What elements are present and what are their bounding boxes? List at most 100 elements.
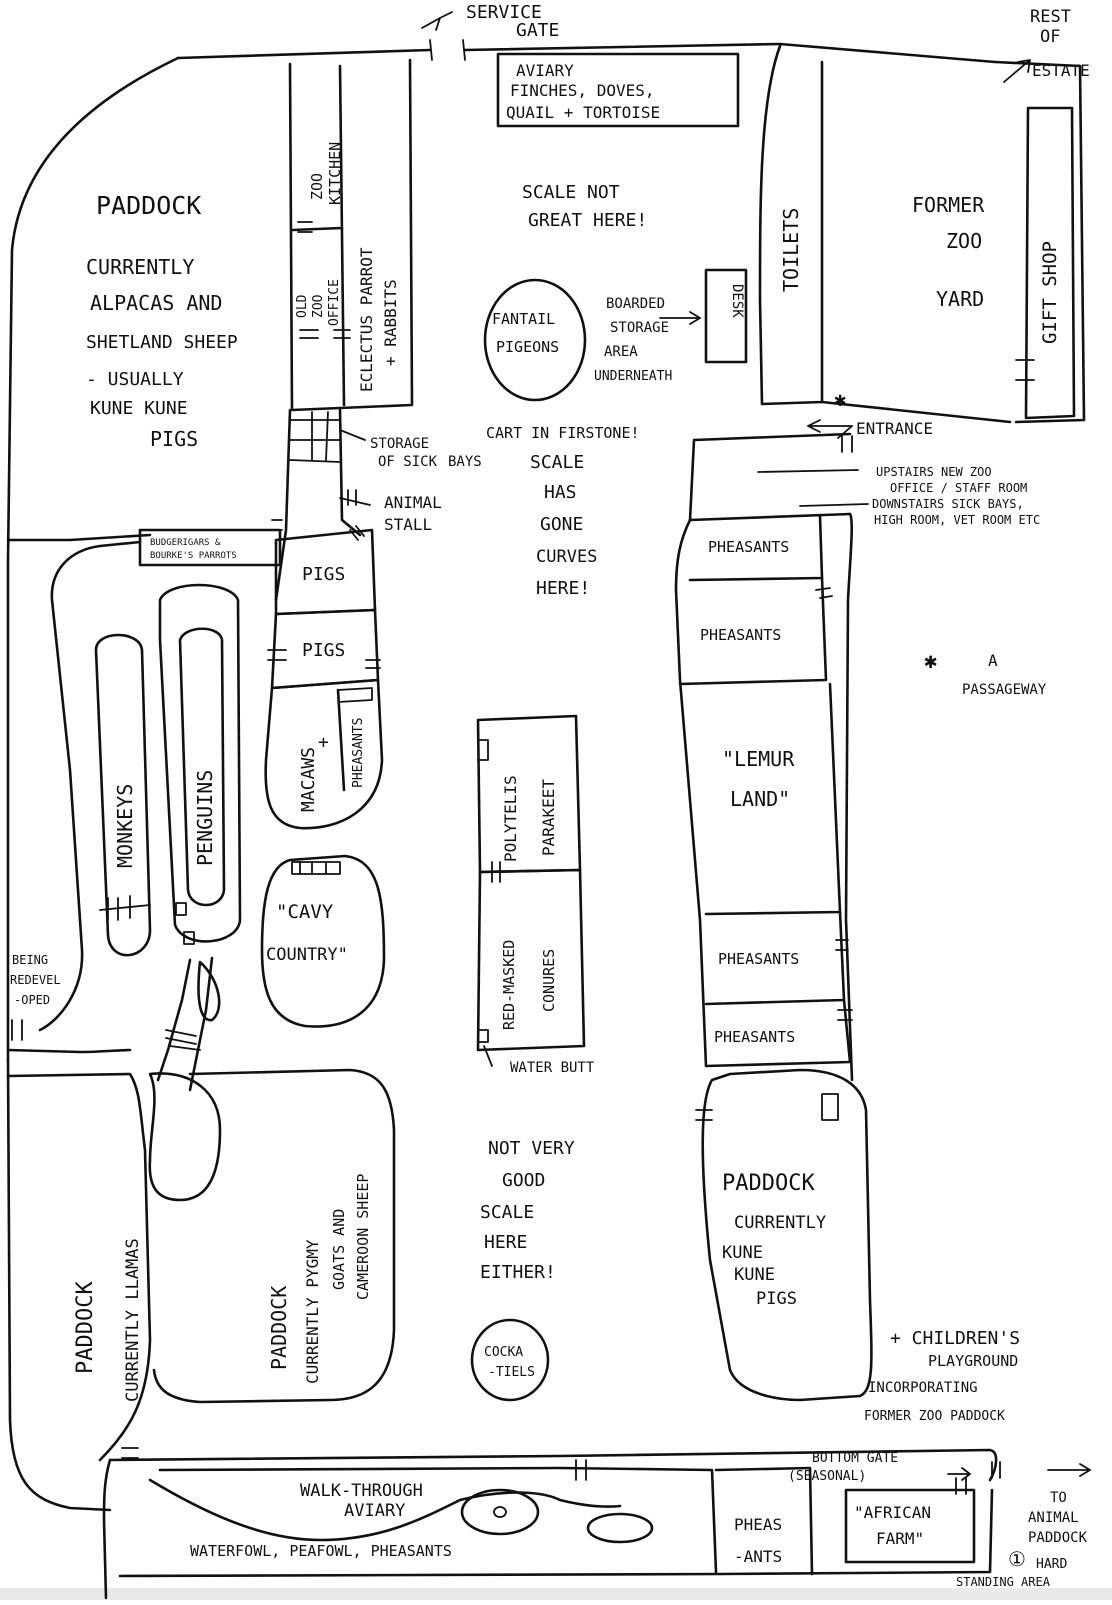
- top-wall-middle: [463, 42, 782, 52]
- african-farm-label: FARM": [876, 1529, 924, 1548]
- goats-paddock-label: CAMEROON SHEEP: [354, 1174, 372, 1300]
- paddock-top-gate: [271, 519, 283, 531]
- hard-standing-label: STANDING AREA: [956, 1575, 1051, 1589]
- scale-note-label: NOT VERY: [488, 1138, 575, 1159]
- west-enclosure-south: [6, 1048, 132, 1054]
- scale-note-label: EITHER!: [480, 1262, 556, 1283]
- redeveloped-gate: [11, 1019, 23, 1041]
- upstairs-office-label: OFFICE / STAFF ROOM: [890, 481, 1027, 495]
- gift-shop-block: [1024, 106, 1076, 420]
- lower-paddock-gate: [121, 1447, 139, 1459]
- kitchen-block-divider-v: [338, 64, 346, 407]
- pigs-doors: [267, 649, 381, 669]
- boarded-storage-label: UNDERNEATH: [594, 369, 672, 384]
- boarded-storage-label: AREA: [604, 344, 638, 360]
- paddock-top-label: - USUALLY: [86, 369, 184, 390]
- link-path-west: [156, 958, 192, 1082]
- scale-note-label: HERE: [484, 1232, 527, 1253]
- zoo-kitchen-label: KITCHEN: [326, 142, 344, 205]
- penguins-hut-2: [183, 931, 195, 945]
- rest-of-estate-label: REST: [1030, 7, 1071, 27]
- corridor-east-wall: [338, 408, 362, 537]
- african-farm-gate: [955, 1477, 967, 1495]
- bottom-gate-label: BOTTOM GATE: [812, 1451, 898, 1466]
- west-enclosure-outline: [38, 540, 142, 1032]
- old-office-label: OLD: [295, 294, 310, 318]
- former-yard-label: FORMER: [912, 193, 985, 217]
- bottom-pheasants-label: -ANTS: [734, 1547, 782, 1566]
- macaws-label: +: [318, 732, 329, 753]
- office-block: [688, 432, 852, 522]
- rest-of-estate-label: OF: [1040, 27, 1060, 47]
- bottom-gate-arrow: [947, 1467, 971, 1481]
- cockatiels-label: COCKA: [484, 1345, 523, 1360]
- pheasants-label: PHEASANTS: [700, 626, 781, 644]
- east-kune-kune-paddock: [701, 1068, 873, 1402]
- pheasants-label: PHEASANTS: [708, 538, 789, 556]
- east-paddock-label: KUNE: [722, 1243, 763, 1263]
- paddock-top-label: SHETLAND SHEEP: [86, 332, 238, 353]
- polytelis-label: POLYTELIS: [501, 775, 520, 862]
- walkthrough-pond-2: [586, 1512, 654, 1544]
- pheasant-doors-1: [815, 587, 833, 599]
- redeveloped-label: -OPED: [14, 993, 50, 1007]
- llama-paddock-label: CURRENTLY LLAMAS: [123, 1238, 143, 1402]
- monkeys-enclosure: [94, 633, 152, 957]
- east-paddock-label: PADDOCK: [722, 1171, 815, 1196]
- monkeys-label: MONKEYS: [113, 784, 137, 868]
- rest-of-estate-label: ESTATE: [1032, 61, 1090, 80]
- upstairs-office-label: DOWNSTAIRS SICK BAYS,: [872, 497, 1024, 511]
- gift-shop-doors: [1015, 359, 1035, 381]
- conures-aviary: [476, 868, 586, 1052]
- scale-note-label: SCALE: [480, 1202, 534, 1223]
- passage-label: PASSAGEWAY: [962, 682, 1047, 698]
- storage-sick-bays-label: BAYS: [448, 454, 482, 470]
- macaws-divider: [336, 688, 346, 792]
- bottom-pheasants-box: [714, 1466, 814, 1576]
- bottom-strip-west: [102, 1458, 112, 1600]
- aviary-label: AVIARY: [516, 61, 574, 80]
- hard-standing-marker: ①: [1008, 1547, 1026, 1571]
- toilets-block: [758, 44, 824, 406]
- east-column-east-wall: [844, 512, 854, 1082]
- walkthrough-gate: [575, 1459, 587, 1481]
- cockatiels-aviary: [470, 1318, 550, 1402]
- old-office-label: OFFICE: [327, 279, 342, 326]
- scale-note-label: GOOD: [502, 1170, 545, 1191]
- llama-paddock-east-edge: [6, 1072, 152, 1462]
- passage-marker: ✱: [924, 649, 937, 674]
- lemur-land-label: "LEMUR: [722, 747, 795, 771]
- former-yard-east-wall: [993, 60, 1086, 424]
- penguins-label: PENGUINS: [193, 770, 217, 866]
- macaws-label: MACAWS: [298, 747, 319, 812]
- water-butt-symbol: [477, 1029, 489, 1043]
- scan-edge: [0, 1588, 1112, 1600]
- goats-paddock-label: PADDOCK: [267, 1286, 291, 1370]
- llama-shelter-pond: [148, 1072, 222, 1202]
- scale-note-label: HAS: [544, 482, 577, 503]
- macaws-shelter: [337, 687, 373, 703]
- paddock-top-label: KUNE KUNE: [90, 398, 188, 419]
- boarded-storage-label: BOARDED: [606, 296, 665, 312]
- scale-note-label: SCALE NOT: [522, 182, 620, 203]
- african-farm-label: "AFRICAN: [854, 1503, 931, 1522]
- redeveloped-label: BEING: [12, 953, 48, 967]
- walkthrough-aviary-label: WALK-THROUGH: [300, 1481, 423, 1501]
- walkthrough-pond-1: [460, 1488, 540, 1536]
- cavy-country-label: "CAVY: [276, 901, 334, 923]
- macaws-label: PHEASANTS: [351, 718, 366, 788]
- storage-sick-bays-label: OF SICK: [378, 454, 438, 470]
- cavy-house: [291, 861, 341, 875]
- storage-bays: [289, 411, 341, 463]
- toilets-label: TOILETS: [779, 208, 803, 292]
- childrens-playground-label: + CHILDREN'S: [890, 1328, 1020, 1349]
- aviary-label: FINCHES, DOVES,: [510, 81, 655, 100]
- aviary-label: QUAIL + TORTOISE: [506, 103, 660, 122]
- scale-note-label: GREAT HERE!: [528, 210, 647, 231]
- conures-label: CONURES: [540, 949, 558, 1012]
- goats-paddock-label: CURRENTLY PYGMY: [303, 1239, 322, 1384]
- childrens-playground-label: PLAYGROUND: [928, 1352, 1018, 1370]
- eclectus-label: ECLECTUS PARROT: [357, 247, 376, 392]
- polytelis-label: PARAKEET: [539, 779, 558, 856]
